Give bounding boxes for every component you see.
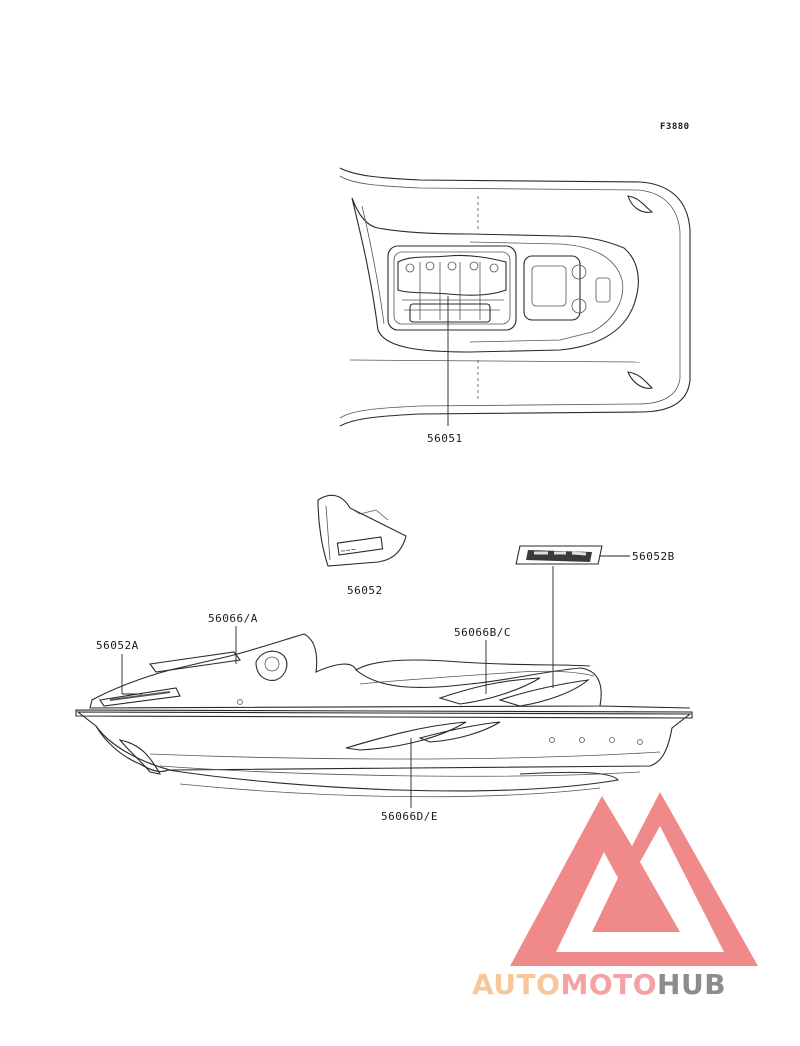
watermark-logo: AUTOMOTOHUB — [472, 792, 758, 1001]
engine-compartment — [387, 245, 517, 331]
label-56066DE: 56066D/E — [381, 810, 438, 823]
watermark-text-hub: HUB — [657, 968, 726, 1001]
watermark-text-moto: MOTO — [560, 968, 657, 1001]
label-56052: 56052 — [347, 584, 383, 597]
label-56052A: 56052A — [96, 639, 139, 652]
label-56066BC: 56066B/C — [454, 626, 511, 639]
decal-56052-part: ~~~ — [317, 494, 407, 567]
emblem-56052B — [515, 545, 603, 565]
svg-text:AUTOMOTOHUB: AUTOMOTOHUB — [472, 968, 726, 1001]
label-56051: 56051 — [427, 432, 463, 445]
watermark-text-auto: AUTO — [472, 968, 560, 1001]
svg-text:~~~: ~~~ — [340, 545, 357, 556]
watermark-triangle-icon — [510, 792, 758, 966]
side-view-jetski — [75, 633, 693, 798]
top-view-deck — [339, 167, 691, 427]
figure-code: F3880 — [660, 122, 690, 132]
label-56052B: 56052B — [632, 550, 675, 563]
label-56066A: 56066/A — [208, 612, 258, 625]
